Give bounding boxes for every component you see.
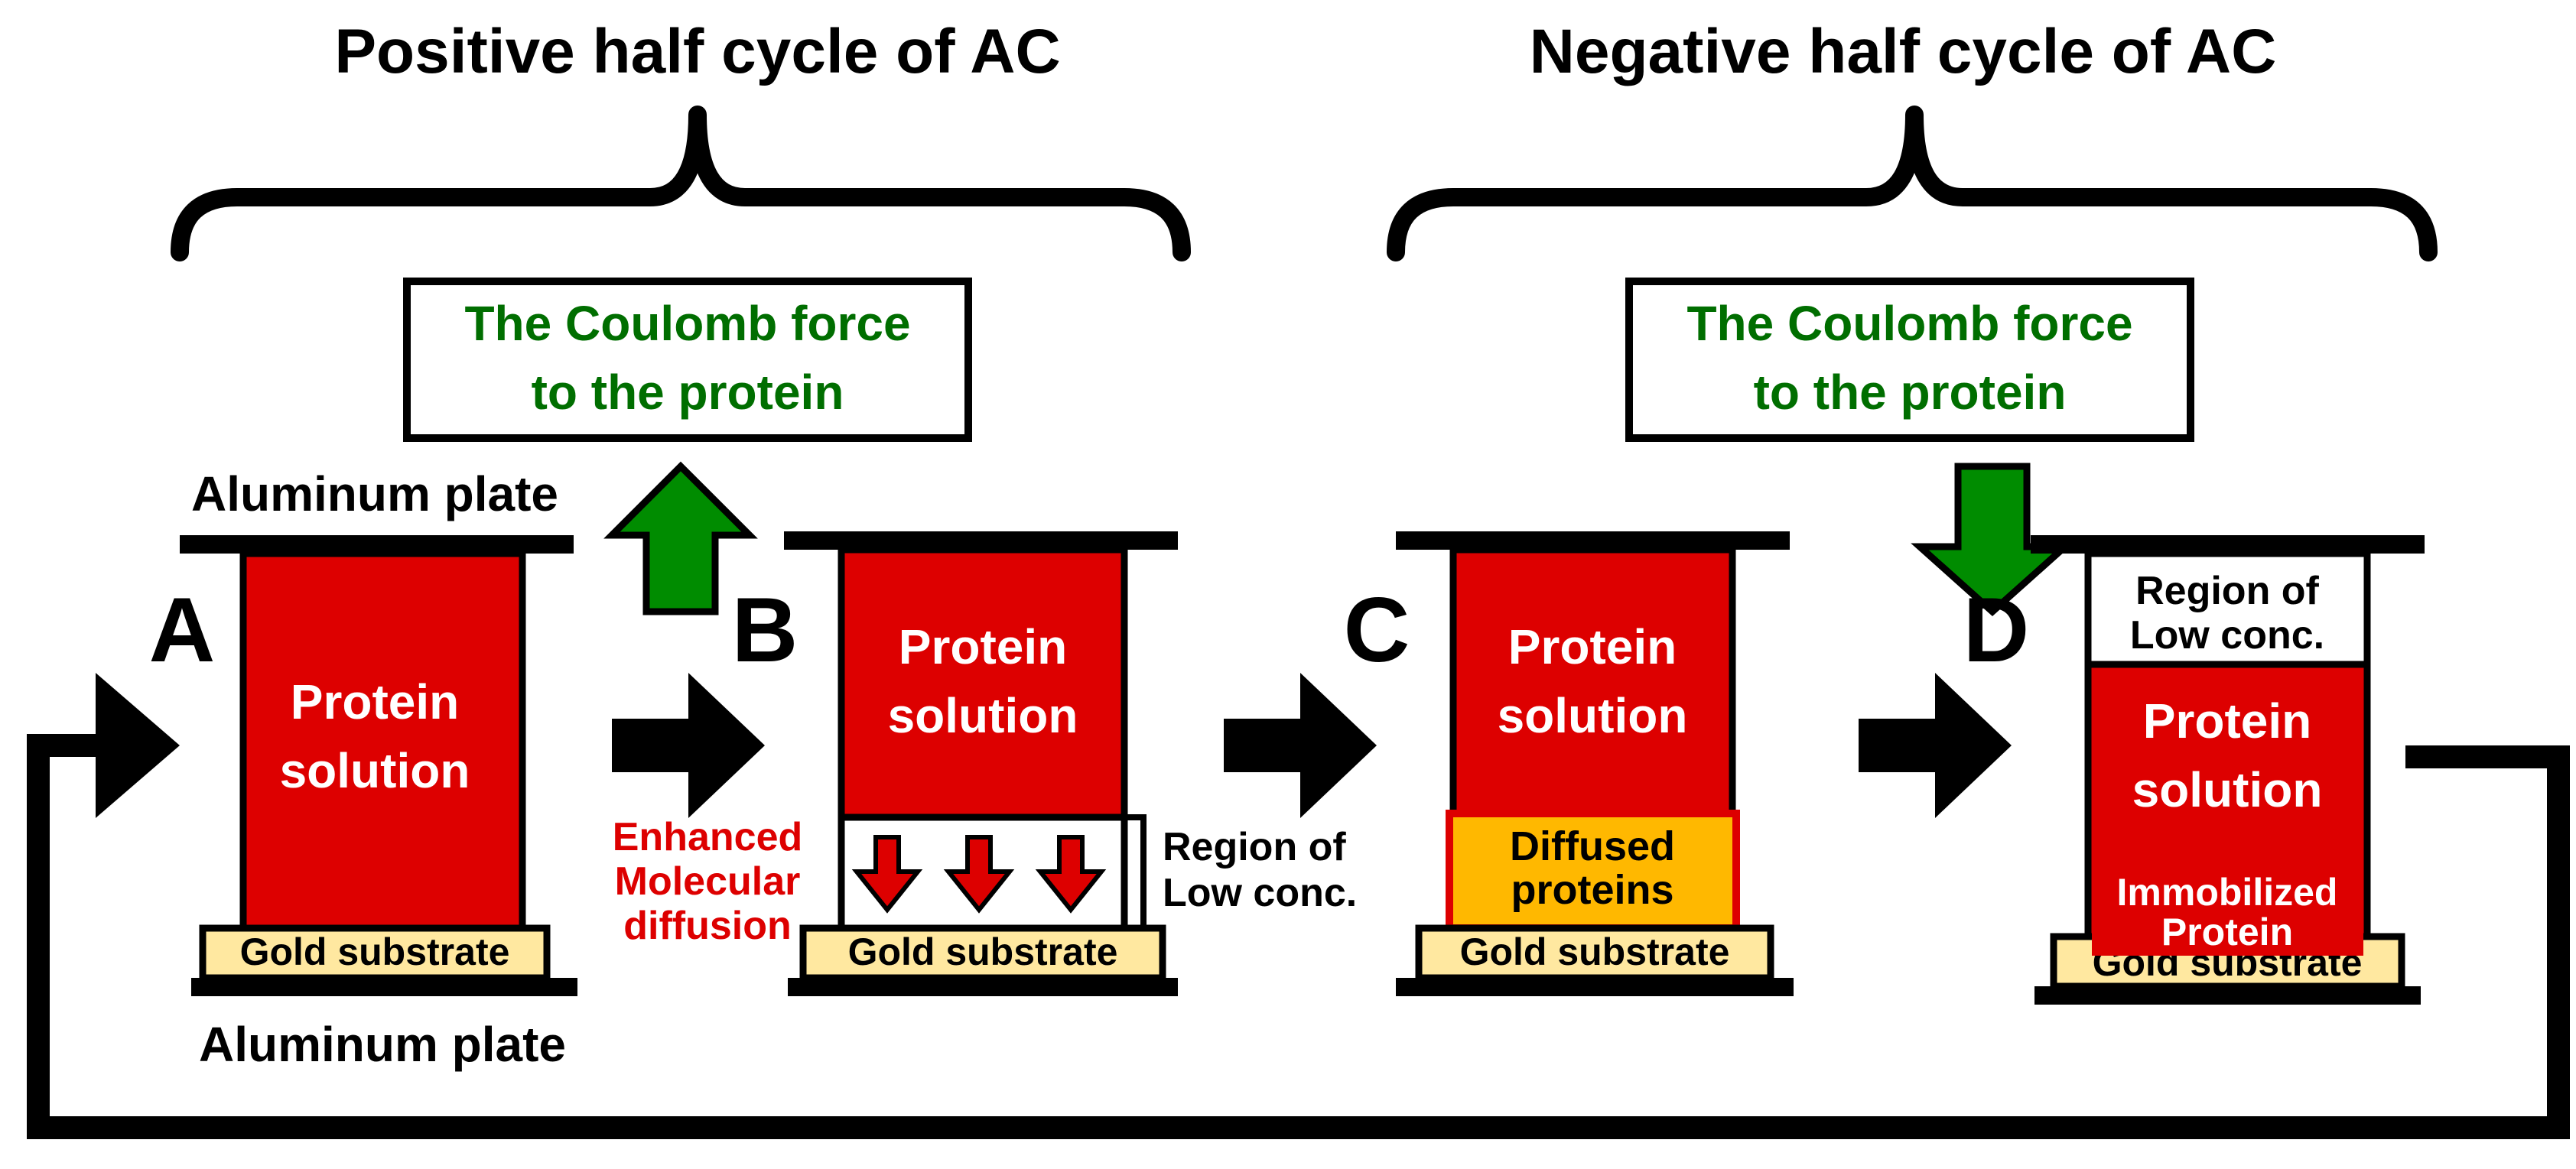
arrow-up-icon <box>603 461 758 615</box>
gold-substrate-label: Gold substrate <box>1460 930 1730 973</box>
aluminum-plate-bottom <box>788 978 1178 996</box>
arrow-right-icon <box>96 673 180 818</box>
coulomb-text-line1: The Coulomb force <box>1686 296 2132 351</box>
protein-label-line1: Protein <box>1508 619 1677 674</box>
region-label-line1: Region of <box>1163 825 1346 869</box>
coulomb-box-positive <box>403 278 972 442</box>
region-label-line2: Low conc. <box>1163 871 1357 915</box>
gold-substrate <box>199 924 551 982</box>
gold-substrate-label: Gold substrate <box>848 930 1118 973</box>
diffused-proteins-line1: Diffused <box>1510 823 1675 869</box>
protein-solution <box>838 546 1128 821</box>
protein-label-line2: solution <box>1498 688 1688 743</box>
aluminum-plate-bottom <box>2034 986 2421 1005</box>
protein-label-line1: Protein <box>899 619 1067 674</box>
stage-label-d: D <box>1963 579 2030 681</box>
brace-negative <box>1387 106 2438 261</box>
enhanced-diffusion-line2: Molecular <box>615 859 801 904</box>
protein-label-line2: solution <box>280 743 470 798</box>
protein-solution <box>239 550 526 932</box>
protein-label-line1: Protein <box>2143 693 2311 748</box>
immobilized-protein-line2: Protein <box>2161 911 2293 953</box>
protein-label-line2: solution <box>888 688 1078 743</box>
aluminum-plate-label-top: Aluminum plate <box>191 466 558 521</box>
aluminum-plate-bottom <box>191 978 577 996</box>
arrow-down-icon <box>851 835 923 914</box>
coulomb-text-line2: to the protein <box>532 365 844 420</box>
stage-label-c: C <box>1344 579 1410 681</box>
heading-negative-half-cycle: Negative half cycle of AC <box>1530 17 2277 86</box>
arrow-down-icon <box>1035 835 1107 914</box>
immobilized-protein-layer <box>2092 872 2363 956</box>
diffused-proteins-line2: proteins <box>1511 867 1673 913</box>
protein-solution <box>1449 546 1736 817</box>
diffused-proteins-layer <box>1446 810 1740 932</box>
arrow-right-icon <box>612 673 765 818</box>
gold-substrate-label: Gold substrate <box>240 930 510 973</box>
region-label-line2: Low conc. <box>2130 613 2324 658</box>
arrow-down-icon <box>943 835 1015 914</box>
gold-substrate <box>1415 924 1774 982</box>
stage-label-a: A <box>149 579 216 681</box>
enhanced-diffusion-line1: Enhanced <box>613 815 803 859</box>
protein-label-line2: solution <box>2132 762 2323 817</box>
protein-label-line1: Protein <box>291 674 459 729</box>
arrow-right-icon <box>1859 673 2012 818</box>
aluminum-plate-label-bottom: Aluminum plate <box>199 1017 566 1072</box>
stage-label-b: B <box>732 579 798 681</box>
diffusion-arrows <box>851 835 1107 914</box>
brace-positive <box>171 106 1191 261</box>
region-label-line1: Region of <box>2135 569 2319 613</box>
coulomb-box-negative <box>1625 278 2194 442</box>
gold-substrate <box>799 924 1166 982</box>
cycle-loop-line <box>27 734 2570 1139</box>
coulomb-text-line1: The Coulomb force <box>464 296 910 351</box>
immobilized-protein-line1: Immobilized <box>2117 871 2338 914</box>
arrow-right-icon <box>1224 673 1377 818</box>
coulomb-text-line2: to the protein <box>1754 365 2067 420</box>
heading-positive-half-cycle: Positive half cycle of AC <box>334 17 1060 86</box>
aluminum-plate-bottom <box>1396 978 1794 996</box>
enhanced-diffusion-line3: diffusion <box>623 904 792 948</box>
arrow-down-icon <box>1911 463 2074 617</box>
